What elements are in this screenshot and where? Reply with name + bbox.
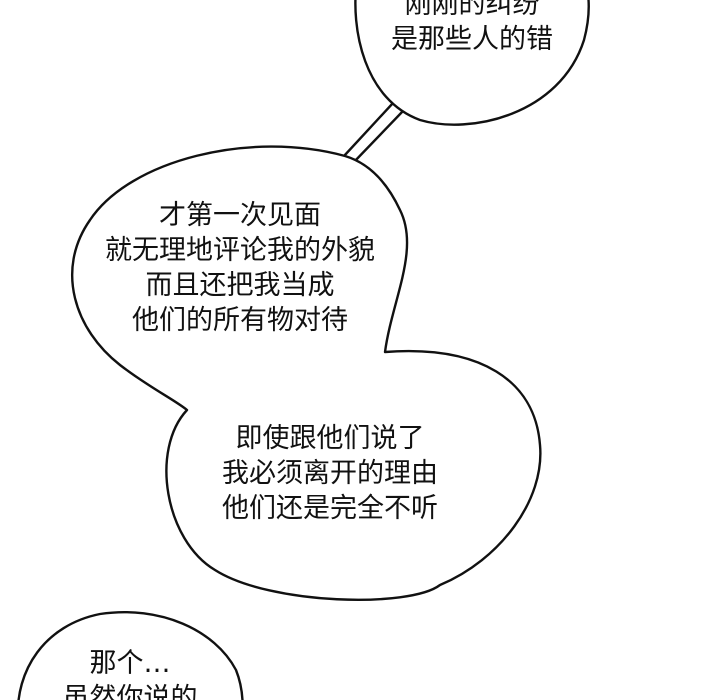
bubble-top-line-1: 刚刚的纠纷 [404,0,540,20]
bubble-bottom-line-1: 那个… [89,648,171,679]
bubble-middle-upper-line-3: 而且还把我当成 [145,270,335,301]
speech-bubble-top [354,0,590,126]
bubble-middle-lower-line-1: 即使跟他们说了 [235,423,425,454]
speech-bubble-middle [70,145,542,601]
bubble-top-line-2: 是那些人的错 [391,24,553,55]
bubble-middle-upper-line-4: 他们的所有物对待 [132,305,348,336]
bubble-middle-lower-line-3: 他们还是完全不听 [222,493,438,524]
bubble-middle-upper-line-1: 才第一次见面 [159,200,321,231]
bubble-text-bottom: 那个… 虽然你说的 [40,646,220,700]
bubble-connector [342,101,405,165]
bubble-middle-upper-line-2: 就无理地评论我的外貌 [105,235,375,266]
bubble-text-top: 刚刚的纠纷 是那些人的错 [372,0,572,57]
speech-bubble-bottom [17,610,244,700]
bubble-bottom-line-2: 虽然你说的 [62,683,198,700]
bubble-text-middle-lower: 即使跟他们说了 我必须离开的理由 他们还是完全不听 [190,421,470,526]
bubble-text-middle-upper: 才第一次见面 就无理地评论我的外貌 而且还把我当成 他们的所有物对待 [80,198,400,338]
bubble-middle-lower-line-2: 我必须离开的理由 [222,458,438,489]
